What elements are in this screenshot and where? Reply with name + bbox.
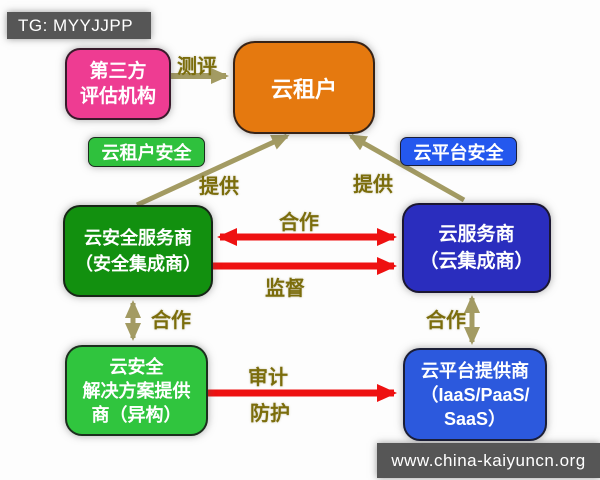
edge-label-provide-right: 提供 [353,174,393,196]
edge-label-supervise: 监督 [265,278,305,300]
edge-label-provide-left: 提供 [199,176,239,198]
node-line: SaaS） [443,408,507,429]
edge-label-cooperate-left: 合作 [151,310,191,332]
node-line: 云租户安全 [101,143,192,163]
node-cloud-tenant: 云租户 [233,41,375,134]
tg-badge: TG: MYYJJPP [7,12,151,39]
edge-label-assess: 测评 [177,56,217,78]
node-line: （云集成商） [419,251,534,272]
node-line: 云租户 [270,76,337,102]
node-line: 第三方 [89,61,147,82]
node-line: 云服务商 [438,224,515,245]
node-cloud-security-solution-provider: 云安全 解决方案提供 商（异构） [65,345,208,436]
node-third-party-assessor: 第三方 评估机构 [65,48,171,120]
node-line: 云安全服务商 [84,228,192,248]
edge-label-cooperate-right: 合作 [426,310,466,332]
watermark-url: www.china-kaiyuncn.org [377,443,600,478]
node-line: 云平台提供商 [421,360,529,381]
edge-label-protect: 防护 [250,403,290,425]
node-line: 解决方案提供 [82,380,191,401]
node-cloud-platform-provider: 云平台提供商 （IaaS/PaaS/ SaaS） [403,348,547,441]
node-line: 商（异构） [91,404,182,425]
edge-label-audit: 审计 [248,367,288,389]
label-cloud-tenant-security: 云租户安全 [88,137,205,167]
label-cloud-platform-security: 云平台安全 [400,137,517,166]
node-line: 云平台安全 [413,142,504,163]
node-line: （安全集成商） [75,254,201,274]
node-line: 评估机构 [79,86,156,107]
edge-label-cooperate: 合作 [279,212,319,234]
node-line: 云安全 [109,356,164,377]
node-cloud-service-provider: 云服务商 （云集成商） [402,203,551,293]
node-cloud-security-service-provider: 云安全服务商 （安全集成商） [63,205,213,297]
node-line: （IaaS/PaaS/ [420,384,530,405]
